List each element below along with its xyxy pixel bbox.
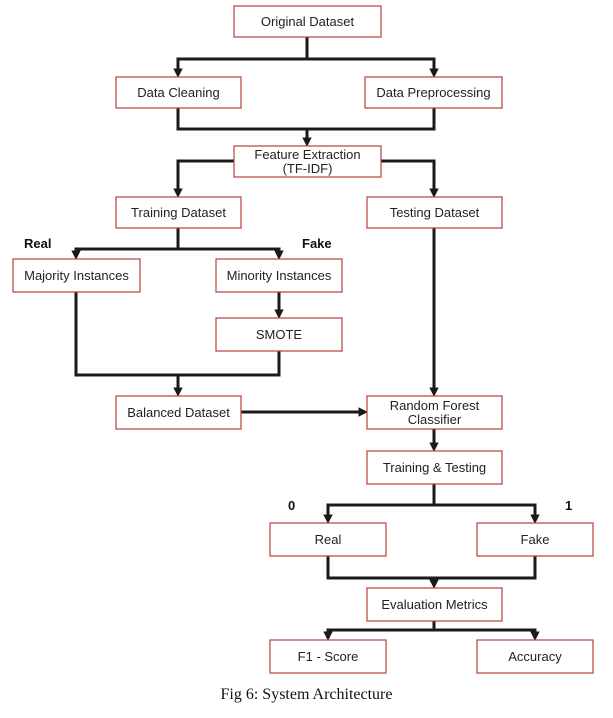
node-box — [215, 258, 343, 293]
node-label: Real — [315, 532, 342, 547]
node-box — [215, 317, 343, 352]
node-train-test: Training & Testing — [366, 450, 503, 485]
node-label: Training Dataset — [131, 205, 226, 220]
edge-to-minority — [178, 247, 284, 260]
node-box — [366, 587, 503, 622]
edge-to-cleaning — [173, 57, 307, 78]
edge-real-fake-merge — [326, 556, 537, 580]
node-label: Feature Extraction — [254, 147, 360, 162]
node-training: Training Dataset — [115, 196, 242, 229]
edge-to-preprocessing — [307, 57, 439, 78]
node-label: Classifier — [408, 412, 462, 427]
edge-to-testing — [381, 159, 439, 198]
node-box — [366, 450, 503, 485]
node-label: Testing Dataset — [390, 205, 480, 220]
edge-to-majority — [71, 247, 178, 260]
node-box — [115, 196, 242, 229]
node-box — [364, 76, 503, 109]
node-label: Random Forest — [390, 398, 480, 413]
figure-caption: Fig 6: System Architecture — [220, 686, 393, 703]
edge-label-fake: Fake — [302, 236, 332, 251]
node-label: Original Dataset — [261, 14, 355, 29]
node-label: SMOTE — [256, 327, 303, 342]
node-box — [476, 522, 594, 557]
edges-layer — [71, 37, 540, 641]
node-label: Data Preprocessing — [376, 85, 490, 100]
edge-label-one: 1 — [565, 498, 572, 513]
node-box — [12, 258, 141, 293]
edge-to-fake — [434, 503, 540, 524]
node-box — [233, 5, 382, 38]
edge-to-real — [323, 503, 434, 524]
edge-to-training — [173, 159, 234, 198]
node-label: F1 - Score — [298, 649, 359, 664]
node-label: Majority Instances — [24, 268, 129, 283]
node-original: Original Dataset — [233, 5, 382, 38]
node-label: Minority Instances — [227, 268, 332, 283]
node-preprocessing: Data Preprocessing — [364, 76, 503, 109]
node-box — [269, 522, 387, 557]
node-f1: F1 - Score — [269, 639, 387, 674]
node-box — [115, 395, 242, 430]
node-label: (TF-IDF) — [283, 161, 333, 176]
node-cleaning: Data Cleaning — [115, 76, 242, 109]
node-smote: SMOTE — [215, 317, 343, 352]
node-balanced: Balanced Dataset — [115, 395, 242, 430]
node-fake: Fake — [476, 522, 594, 557]
node-box — [115, 76, 242, 109]
node-box — [233, 145, 382, 178]
edge-to-accuracy — [434, 628, 540, 641]
node-accuracy: Accuracy — [476, 639, 594, 674]
node-label: Training & Testing — [383, 460, 486, 475]
node-testing: Testing Dataset — [366, 196, 503, 229]
node-box — [366, 196, 503, 229]
edge-cleaning-merge — [176, 108, 436, 131]
node-label: Balanced Dataset — [127, 405, 230, 420]
node-label: Accuracy — [508, 649, 562, 664]
edge-label-zero: 0 — [288, 498, 295, 513]
node-majority: Majority Instances — [12, 258, 141, 293]
edge-labels-layer: Real Fake 0 1 — [24, 236, 572, 513]
node-label: Fake — [521, 532, 550, 547]
node-box — [366, 395, 503, 430]
node-label: Evaluation Metrics — [381, 597, 488, 612]
edge-label-real: Real — [24, 236, 51, 251]
edge-to-f1 — [323, 628, 434, 641]
node-minority: Minority Instances — [215, 258, 343, 293]
node-box — [269, 639, 387, 674]
node-eval: Evaluation Metrics — [366, 587, 503, 622]
node-box — [476, 639, 594, 674]
node-label: Data Cleaning — [137, 85, 219, 100]
node-feature: Feature Extraction(TF-IDF) — [233, 145, 382, 178]
node-real: Real — [269, 522, 387, 557]
